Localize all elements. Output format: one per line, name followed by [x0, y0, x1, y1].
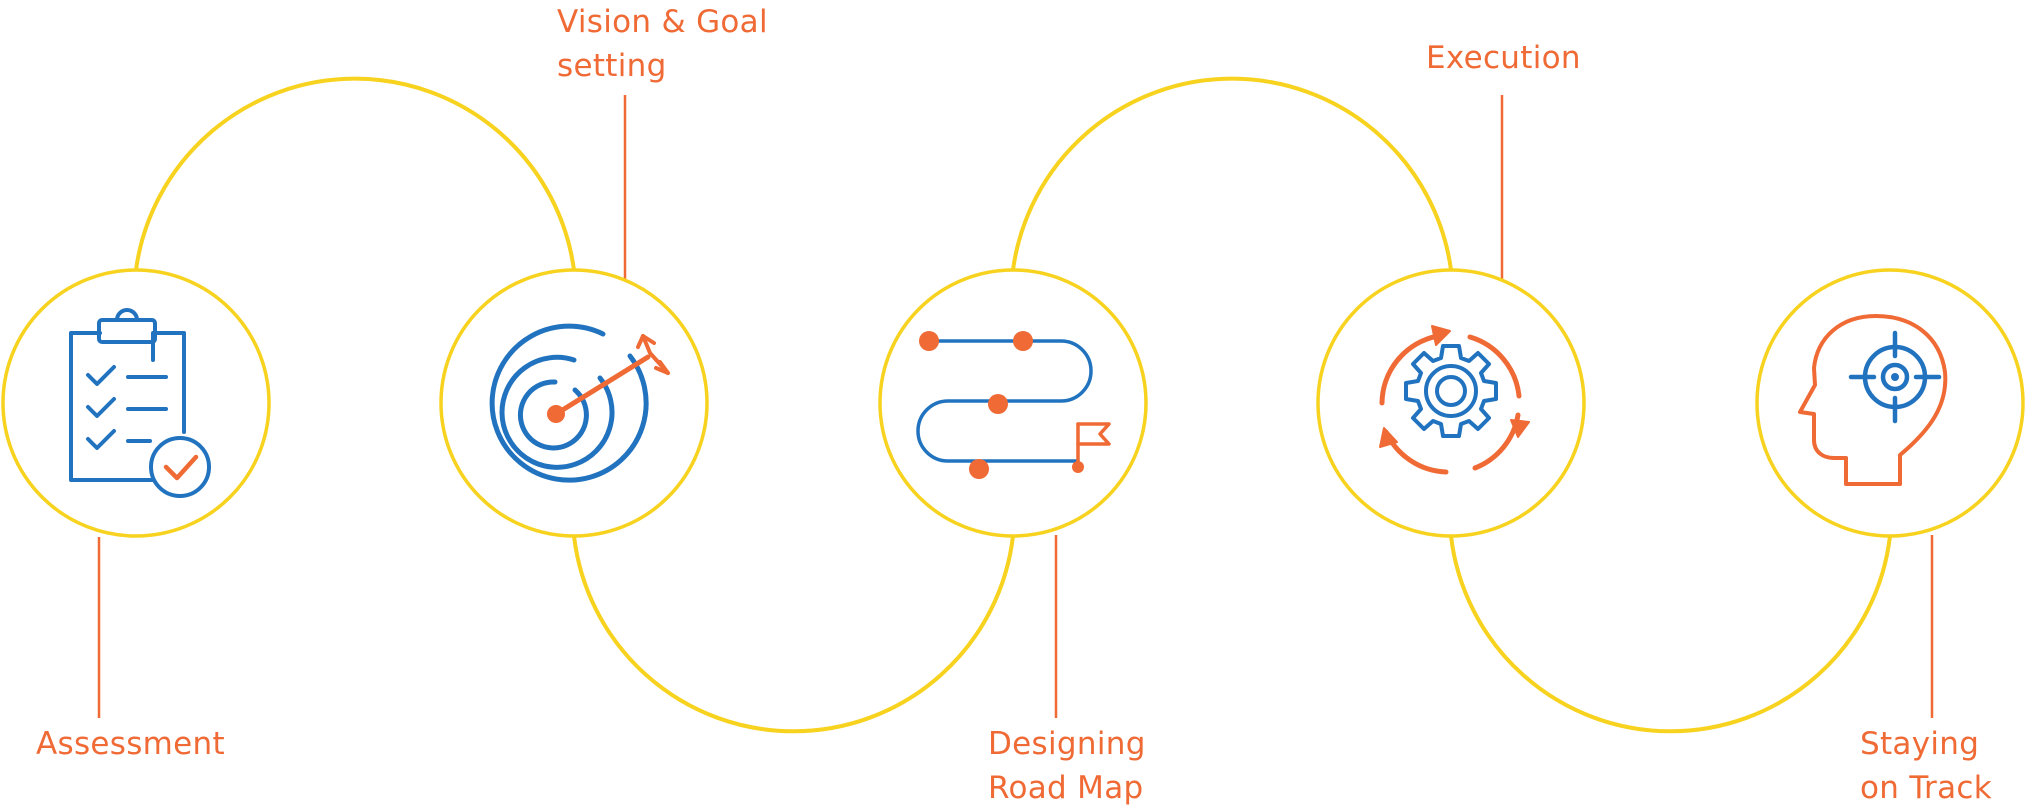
track-arc-3 [1011, 76, 1453, 271]
step-label-line: Staying [1860, 726, 1980, 762]
roadmap-path-icon [916, 331, 1111, 479]
step-circles [1, 268, 2025, 538]
track-arc-1 [134, 76, 576, 271]
step-label-line: Execution [1426, 40, 1581, 76]
step-label-staying-on-track: Staying on Track [1860, 722, 1992, 810]
step-circle-1 [1, 268, 271, 538]
label-connectors [97, 95, 1934, 718]
step-circle-3 [878, 268, 1148, 538]
target-dart-icon [489, 323, 670, 483]
step-label-execution: Execution [1426, 36, 1581, 80]
track-wave [134, 76, 1892, 734]
track-arc-2 [572, 535, 1015, 734]
clipboard-checklist-icon [69, 308, 211, 498]
head-target-icon [1798, 314, 1948, 486]
step-label-vision-goal-setting: Vision & Goal setting [557, 0, 768, 88]
step-label-assessment: Assessment [36, 722, 225, 766]
step-label-line: Road Map [988, 770, 1144, 806]
step-label-line: setting [557, 48, 667, 84]
step-label-designing-road-map: Designing Road Map [988, 722, 1146, 810]
gear-cycle-icon [1379, 325, 1530, 475]
step-label-line: Designing [988, 726, 1146, 762]
step-circle-5 [1755, 268, 2025, 538]
track-arc-4 [1449, 535, 1892, 734]
step-label-line: on Track [1860, 770, 1992, 806]
step-label-line: Assessment [36, 726, 225, 762]
step-label-line: Vision & Goal [557, 4, 768, 40]
